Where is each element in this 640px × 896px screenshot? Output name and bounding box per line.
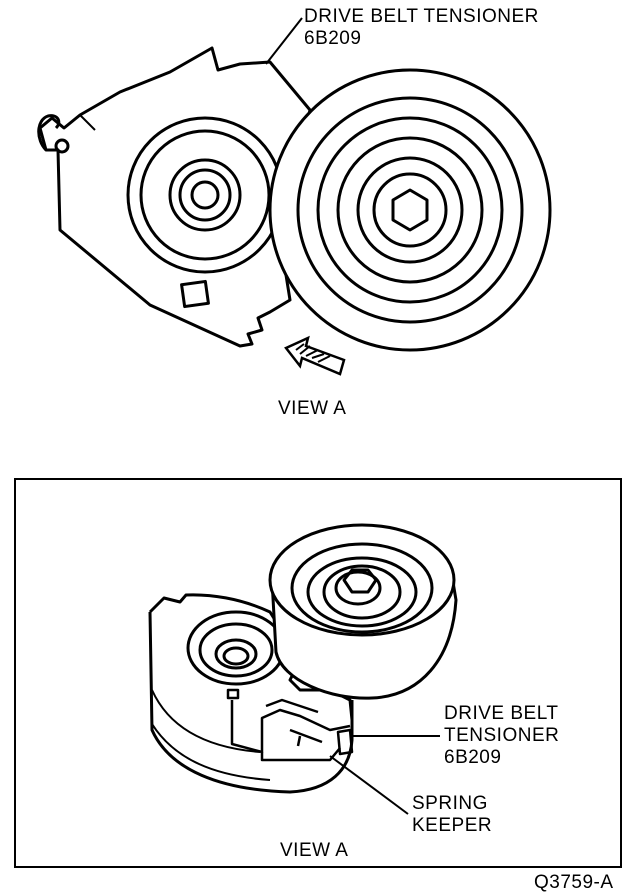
top-tensioner-diagram [37,17,552,376]
idler-pulley-iso [268,523,458,700]
view-a-label-top: VIEW A [278,398,347,419]
spring-keeper-leader [329,755,409,815]
spring-keeper-iso [226,688,354,762]
tensioner-label-line2: TENSIONER [444,725,560,746]
callout-leader-top [265,17,303,65]
figure-id: Q3759-A [534,872,614,893]
callout-part-number: 6B209 [304,28,362,49]
hex-bolt-head [391,188,429,232]
callout-title-line1: DRIVE BELT TENSIONER [304,6,539,27]
housing-top-plate [148,593,354,721]
square-slot [180,279,210,309]
spring-keeper-label-line2: KEEPER [412,815,493,836]
view-a-label-bottom: VIEW A [280,840,349,861]
arm-hook-tab [37,114,61,152]
idler-pulley [268,68,552,352]
tensioner-part-number: 6B209 [444,747,502,768]
pivot-bearing-iso [186,610,286,686]
view-a-arrow-top [284,335,346,376]
view-a-frame [14,478,622,868]
spring-keeper-label-line1: SPRING [412,793,488,814]
arm-pivot-hole [54,138,70,154]
housing-lower-body [148,611,354,794]
tensioner-label-line1: DRIVE BELT [444,703,559,724]
